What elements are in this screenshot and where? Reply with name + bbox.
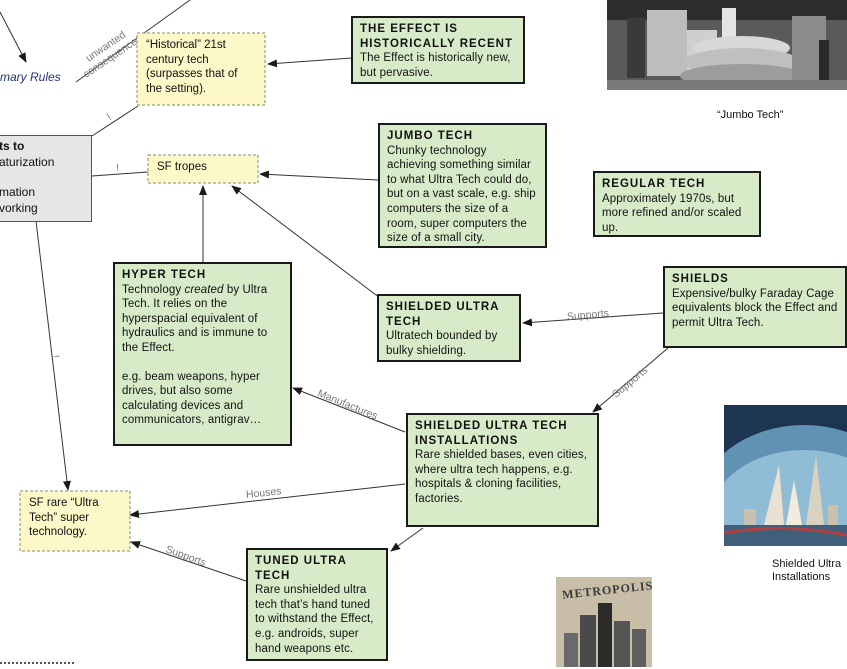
box-hyper-body-before: Technology (122, 284, 184, 296)
edge-label-bang-tropes: ! (116, 162, 119, 174)
jumbo-tech-scene (607, 0, 847, 90)
note-historical-tech: “Historical” 21st century tech (surpasse… (137, 33, 265, 105)
box-shielded-ultra: SHIELDED ULTRA TECH Ultratech bounded by… (377, 294, 521, 362)
box-hyper-body-em: created (184, 284, 223, 296)
bottom-left-fragment (0, 662, 74, 669)
box-tuned-ultra: TUNED ULTRA TECH Rare unshielded ultra t… (246, 548, 388, 661)
box-tuned-title: TUNED ULTRA TECH (255, 554, 379, 583)
box-hyper-examples: e.g. beam weapons, hyper drives, but als… (122, 371, 261, 427)
box-tuned-body: Rare unshielded ultra tech that’s hand t… (255, 584, 374, 654)
box-hyper-tech: HYPER TECH Technology created by Ultra T… (113, 262, 292, 446)
box-shields: SHIELDS Expensive/bulky Faraday Cage equ… (663, 266, 847, 348)
jumbo-tech-photo (607, 0, 847, 90)
domed-city-art (724, 405, 847, 546)
box-installations-body: Rare shielded bases, even cities, where … (415, 449, 587, 505)
metropolis-poster: METROPOLIS (556, 577, 652, 667)
box-jumbo-title: JUMBO TECH (387, 129, 538, 144)
box-effect-recent-title: THE EFFECT IS HISTORICALLY RECENT (360, 22, 516, 51)
box-shielded-title: SHIELDED ULTRA TECH (386, 300, 512, 329)
box-regular-body: Approximately 1970s, but more refined an… (602, 193, 741, 234)
edge-installations-tuned (391, 528, 423, 551)
grey-line-4: mation (0, 185, 87, 201)
edge-effect-historical (268, 58, 352, 64)
note-sf-rare: SF rare “Ultra Tech” super technology. (20, 491, 130, 551)
caption-shielded-installations: Shielded Ultra Installations (772, 558, 847, 584)
box-jumbo-tech: JUMBO TECH Chunky technology achieving s… (378, 123, 547, 248)
box-effect-recent: THE EFFECT IS HISTORICALLY RECENT The Ef… (351, 16, 525, 84)
box-jumbo-body: Chunky technology achieving something si… (387, 145, 536, 245)
box-installations: SHIELDED ULTRA TECH INSTALLATIONS Rare s… (406, 413, 599, 527)
edge-jumbo-tropes (260, 174, 378, 180)
box-installations-title: SHIELDED ULTRA TECH INSTALLATIONS (415, 419, 590, 448)
shielded-installation-photo (724, 405, 847, 546)
edge-grey-tropes (92, 172, 148, 176)
grey-concept-box: ts to aturization mation vorking (0, 135, 92, 222)
edge-primary-rules (0, 12, 26, 62)
primary-rules-label: mary Rules (0, 71, 61, 84)
box-shielded-body: Ultratech bounded by bulky shielding. (386, 330, 497, 357)
box-regular-title: REGULAR TECH (602, 177, 752, 192)
note-sf-tropes: SF tropes (148, 155, 258, 183)
note-sf-tropes-text: SF tropes (157, 161, 207, 173)
box-effect-recent-body: The Effect is historically new, but perv… (360, 52, 511, 79)
grey-line-2: aturization (0, 155, 87, 171)
box-shields-title: SHIELDS (672, 272, 838, 287)
edge-grey-historical (92, 106, 138, 136)
grey-line-3 (0, 170, 87, 185)
grey-line-5: vorking (0, 201, 87, 217)
box-shields-body: Expensive/bulky Faraday Cage equivalents… (672, 288, 837, 329)
box-regular-tech: REGULAR TECH Approximately 1970s, but mo… (593, 171, 761, 237)
grey-line-1: ts to (0, 139, 87, 155)
caption-jumbo-tech: “Jumbo Tech” (717, 109, 783, 122)
box-hyper-title: HYPER TECH (122, 268, 283, 283)
